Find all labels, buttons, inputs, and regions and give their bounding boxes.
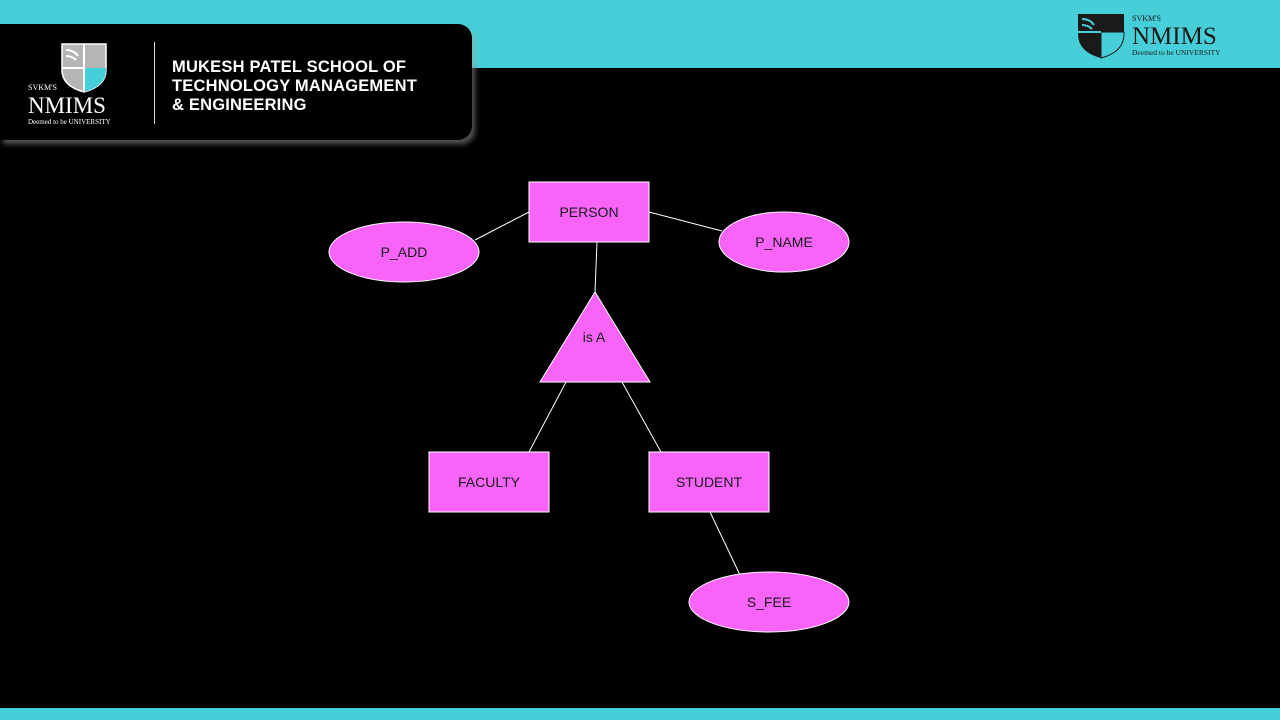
- line-isa-faculty: [528, 381, 567, 453]
- logo-right-prefix: SVKM'S: [1132, 14, 1161, 23]
- attribute-p-add-label: P_ADD: [381, 244, 428, 260]
- school-name-line-3: & ENGINEERING: [172, 96, 307, 114]
- bottom-band: [0, 708, 1280, 720]
- attribute-s-fee-label: S_FEE: [747, 594, 791, 610]
- attribute-s-fee: [688, 571, 850, 633]
- entity-person: [528, 181, 650, 243]
- shield-icon: [1078, 14, 1125, 59]
- connector-lines: [474, 211, 741, 576]
- line-person-isa: [594, 241, 598, 293]
- line-student-s-fee: [709, 511, 741, 576]
- header-divider: [154, 42, 155, 124]
- logo-left-prefix: SVKM'S: [28, 83, 57, 92]
- isa-label: is A: [583, 329, 606, 345]
- nmims-logo-right: SVKM'S NMIMS Deemed to be UNIVERSITY: [1078, 14, 1221, 59]
- attribute-p-name: [718, 211, 850, 273]
- shield-icon: [61, 43, 107, 93]
- logo-left-name: NMIMS: [28, 93, 106, 118]
- entity-faculty-label: FACULTY: [458, 474, 521, 490]
- entity-student-label: STUDENT: [676, 474, 743, 490]
- nmims-logo: SVKM'S NMIMS Deemed to be UNIVERSITY: [28, 43, 111, 126]
- header-panel: SVKM'S NMIMS Deemed to be UNIVERSITY MUK…: [0, 24, 472, 140]
- entity-student: [648, 451, 770, 513]
- line-person-p-add: [474, 211, 530, 241]
- logo-right-tagline: Deemed to be UNIVERSITY: [1132, 48, 1221, 57]
- attribute-p-name-label: P_NAME: [755, 234, 813, 250]
- line-person-p-name: [648, 211, 723, 232]
- isa-triangle: [539, 291, 651, 383]
- school-name: MUKESH PATEL SCHOOL OF TECHNOLOGY MANAGE…: [172, 58, 464, 115]
- school-name-line-1: MUKESH PATEL SCHOOL OF: [172, 58, 407, 76]
- line-isa-student: [621, 381, 662, 453]
- attribute-p-add: [328, 221, 480, 283]
- entity-person-label: PERSON: [559, 204, 618, 220]
- logo-right-name: NMIMS: [1132, 23, 1217, 50]
- logo-left-tagline: Deemed to be UNIVERSITY: [28, 118, 111, 126]
- school-name-line-2: TECHNOLOGY MANAGEMENT: [172, 77, 417, 95]
- entity-faculty: [428, 451, 550, 513]
